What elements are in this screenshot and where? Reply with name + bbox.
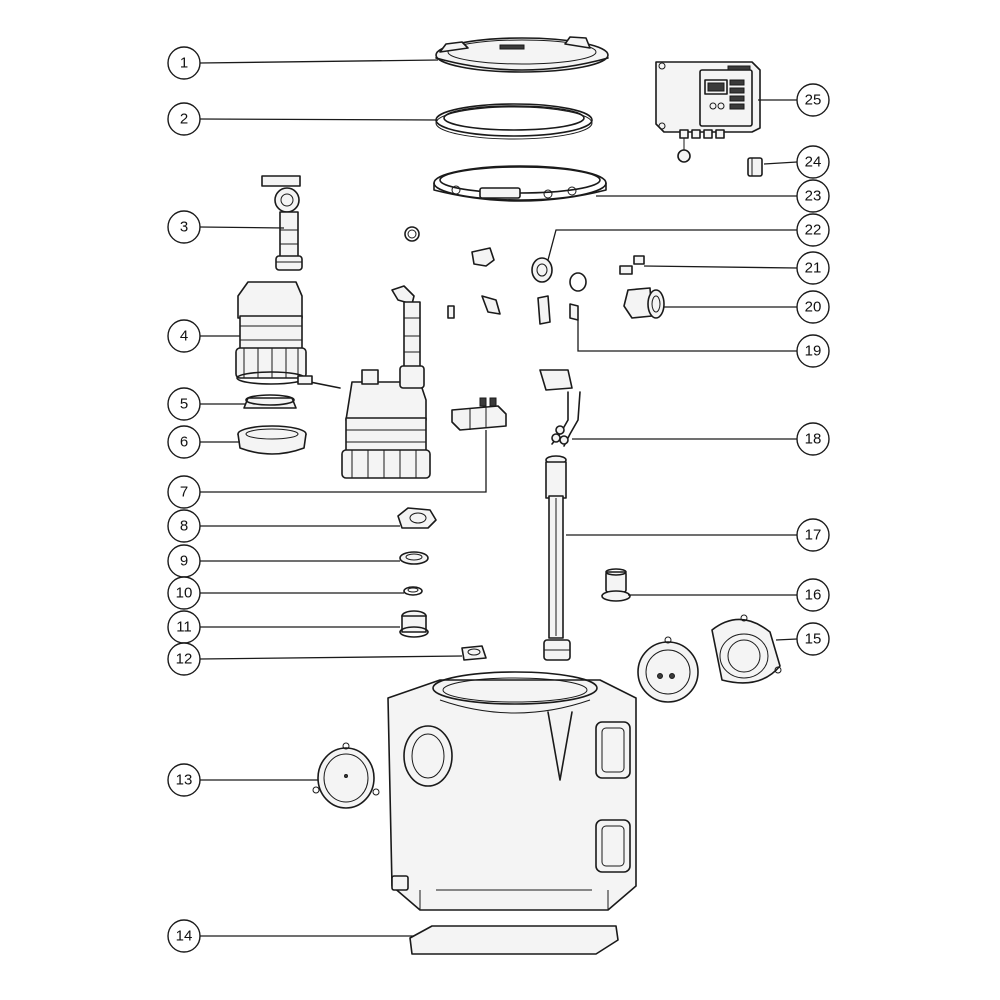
callout-14: 14 <box>167 919 201 953</box>
part-small-seal <box>569 303 579 321</box>
leader-15 <box>775 638 798 641</box>
leader-3 <box>199 226 285 229</box>
part-pump-motor-secondary <box>297 369 431 479</box>
part-flange-nut <box>399 551 429 565</box>
callout-label: 9 <box>180 553 188 570</box>
callout-label: 5 <box>180 396 188 413</box>
part-valve-fitting <box>569 272 665 319</box>
callout-11: 11 <box>167 610 201 644</box>
part-o-ring <box>403 586 423 596</box>
part-riser-pipe <box>261 175 303 271</box>
part-lid <box>435 36 609 73</box>
leader-12 <box>199 655 463 660</box>
leader-lines <box>199 59 798 937</box>
part-level-tube <box>543 455 571 661</box>
callout-6: 6 <box>167 425 201 459</box>
callout-label: 19 <box>805 343 822 360</box>
callout-label: 20 <box>805 299 822 316</box>
part-impeller-cover <box>243 394 297 409</box>
callout-label: 14 <box>176 928 193 945</box>
leader-22 <box>547 229 797 261</box>
part-connector-block <box>451 397 507 431</box>
leader-1 <box>199 59 439 64</box>
part-blind-flange <box>637 636 699 703</box>
callout-24: 24 <box>796 145 830 179</box>
callout-16: 16 <box>796 578 830 612</box>
part-small-clamp <box>461 645 487 661</box>
callout-label: 11 <box>176 619 192 636</box>
part-control-unit <box>655 61 761 163</box>
callout-8: 8 <box>167 509 201 543</box>
callout-label: 2 <box>180 111 188 128</box>
callout-18: 18 <box>796 422 830 456</box>
part-base-plate <box>237 425 307 455</box>
callout-1: 1 <box>167 46 201 80</box>
callout-label: 3 <box>180 219 188 236</box>
callout-label: 8 <box>180 518 188 535</box>
callout-25: 25 <box>796 83 830 117</box>
callout-7: 7 <box>167 475 201 509</box>
callout-label: 24 <box>805 154 822 171</box>
part-inlet-flange <box>711 614 782 684</box>
part-side-cover <box>312 742 380 809</box>
leader-7 <box>200 430 487 493</box>
part-cable-gland <box>531 257 553 283</box>
part-pump-motor <box>235 281 307 385</box>
callout-21: 21 <box>796 251 830 285</box>
callout-label: 22 <box>805 222 822 239</box>
callout-label: 1 <box>180 55 188 72</box>
callout-12: 12 <box>167 642 201 676</box>
part-clip <box>619 255 645 275</box>
callout-label: 6 <box>180 434 188 451</box>
callout-label: 16 <box>805 587 822 604</box>
leader-19 <box>577 320 797 352</box>
leader-24 <box>763 161 798 165</box>
callout-22: 22 <box>796 213 830 247</box>
callout-10: 10 <box>167 576 201 610</box>
part-coupling <box>399 610 429 638</box>
part-sensor-cable <box>551 391 581 447</box>
callout-label: 7 <box>180 484 188 501</box>
part-base-mat <box>409 925 619 955</box>
callout-label: 13 <box>176 772 193 789</box>
callout-5: 5 <box>167 387 201 421</box>
callout-label: 18 <box>805 431 822 448</box>
callout-label: 12 <box>176 651 193 668</box>
part-small-cartridge <box>747 157 763 177</box>
part-tank-body <box>387 671 637 911</box>
part-clamp-ring <box>433 165 607 202</box>
callout-label: 4 <box>180 328 188 345</box>
callout-label: 10 <box>176 585 193 602</box>
part-seal-ring <box>435 103 593 140</box>
callout-label: 21 <box>805 260 822 277</box>
part-riser-pipe-secondary <box>391 285 425 389</box>
part-small-fittings <box>404 226 573 391</box>
callout-19: 19 <box>796 334 830 368</box>
leader-2 <box>199 118 439 121</box>
callout-4: 4 <box>167 319 201 353</box>
callout-2: 2 <box>167 102 201 136</box>
part-bracket <box>397 507 437 529</box>
leader-21 <box>643 265 798 269</box>
part-threaded-fitting <box>601 568 631 602</box>
callout-3: 3 <box>167 210 201 244</box>
callout-9: 9 <box>167 544 201 578</box>
callout-15: 15 <box>796 622 830 656</box>
callout-17: 17 <box>796 518 830 552</box>
callout-20: 20 <box>796 290 830 324</box>
callout-23: 23 <box>796 179 830 213</box>
callout-label: 17 <box>805 527 822 544</box>
callout-13: 13 <box>167 763 201 797</box>
callout-label: 23 <box>805 188 822 205</box>
callout-label: 15 <box>805 631 822 648</box>
callout-label: 25 <box>805 92 822 109</box>
